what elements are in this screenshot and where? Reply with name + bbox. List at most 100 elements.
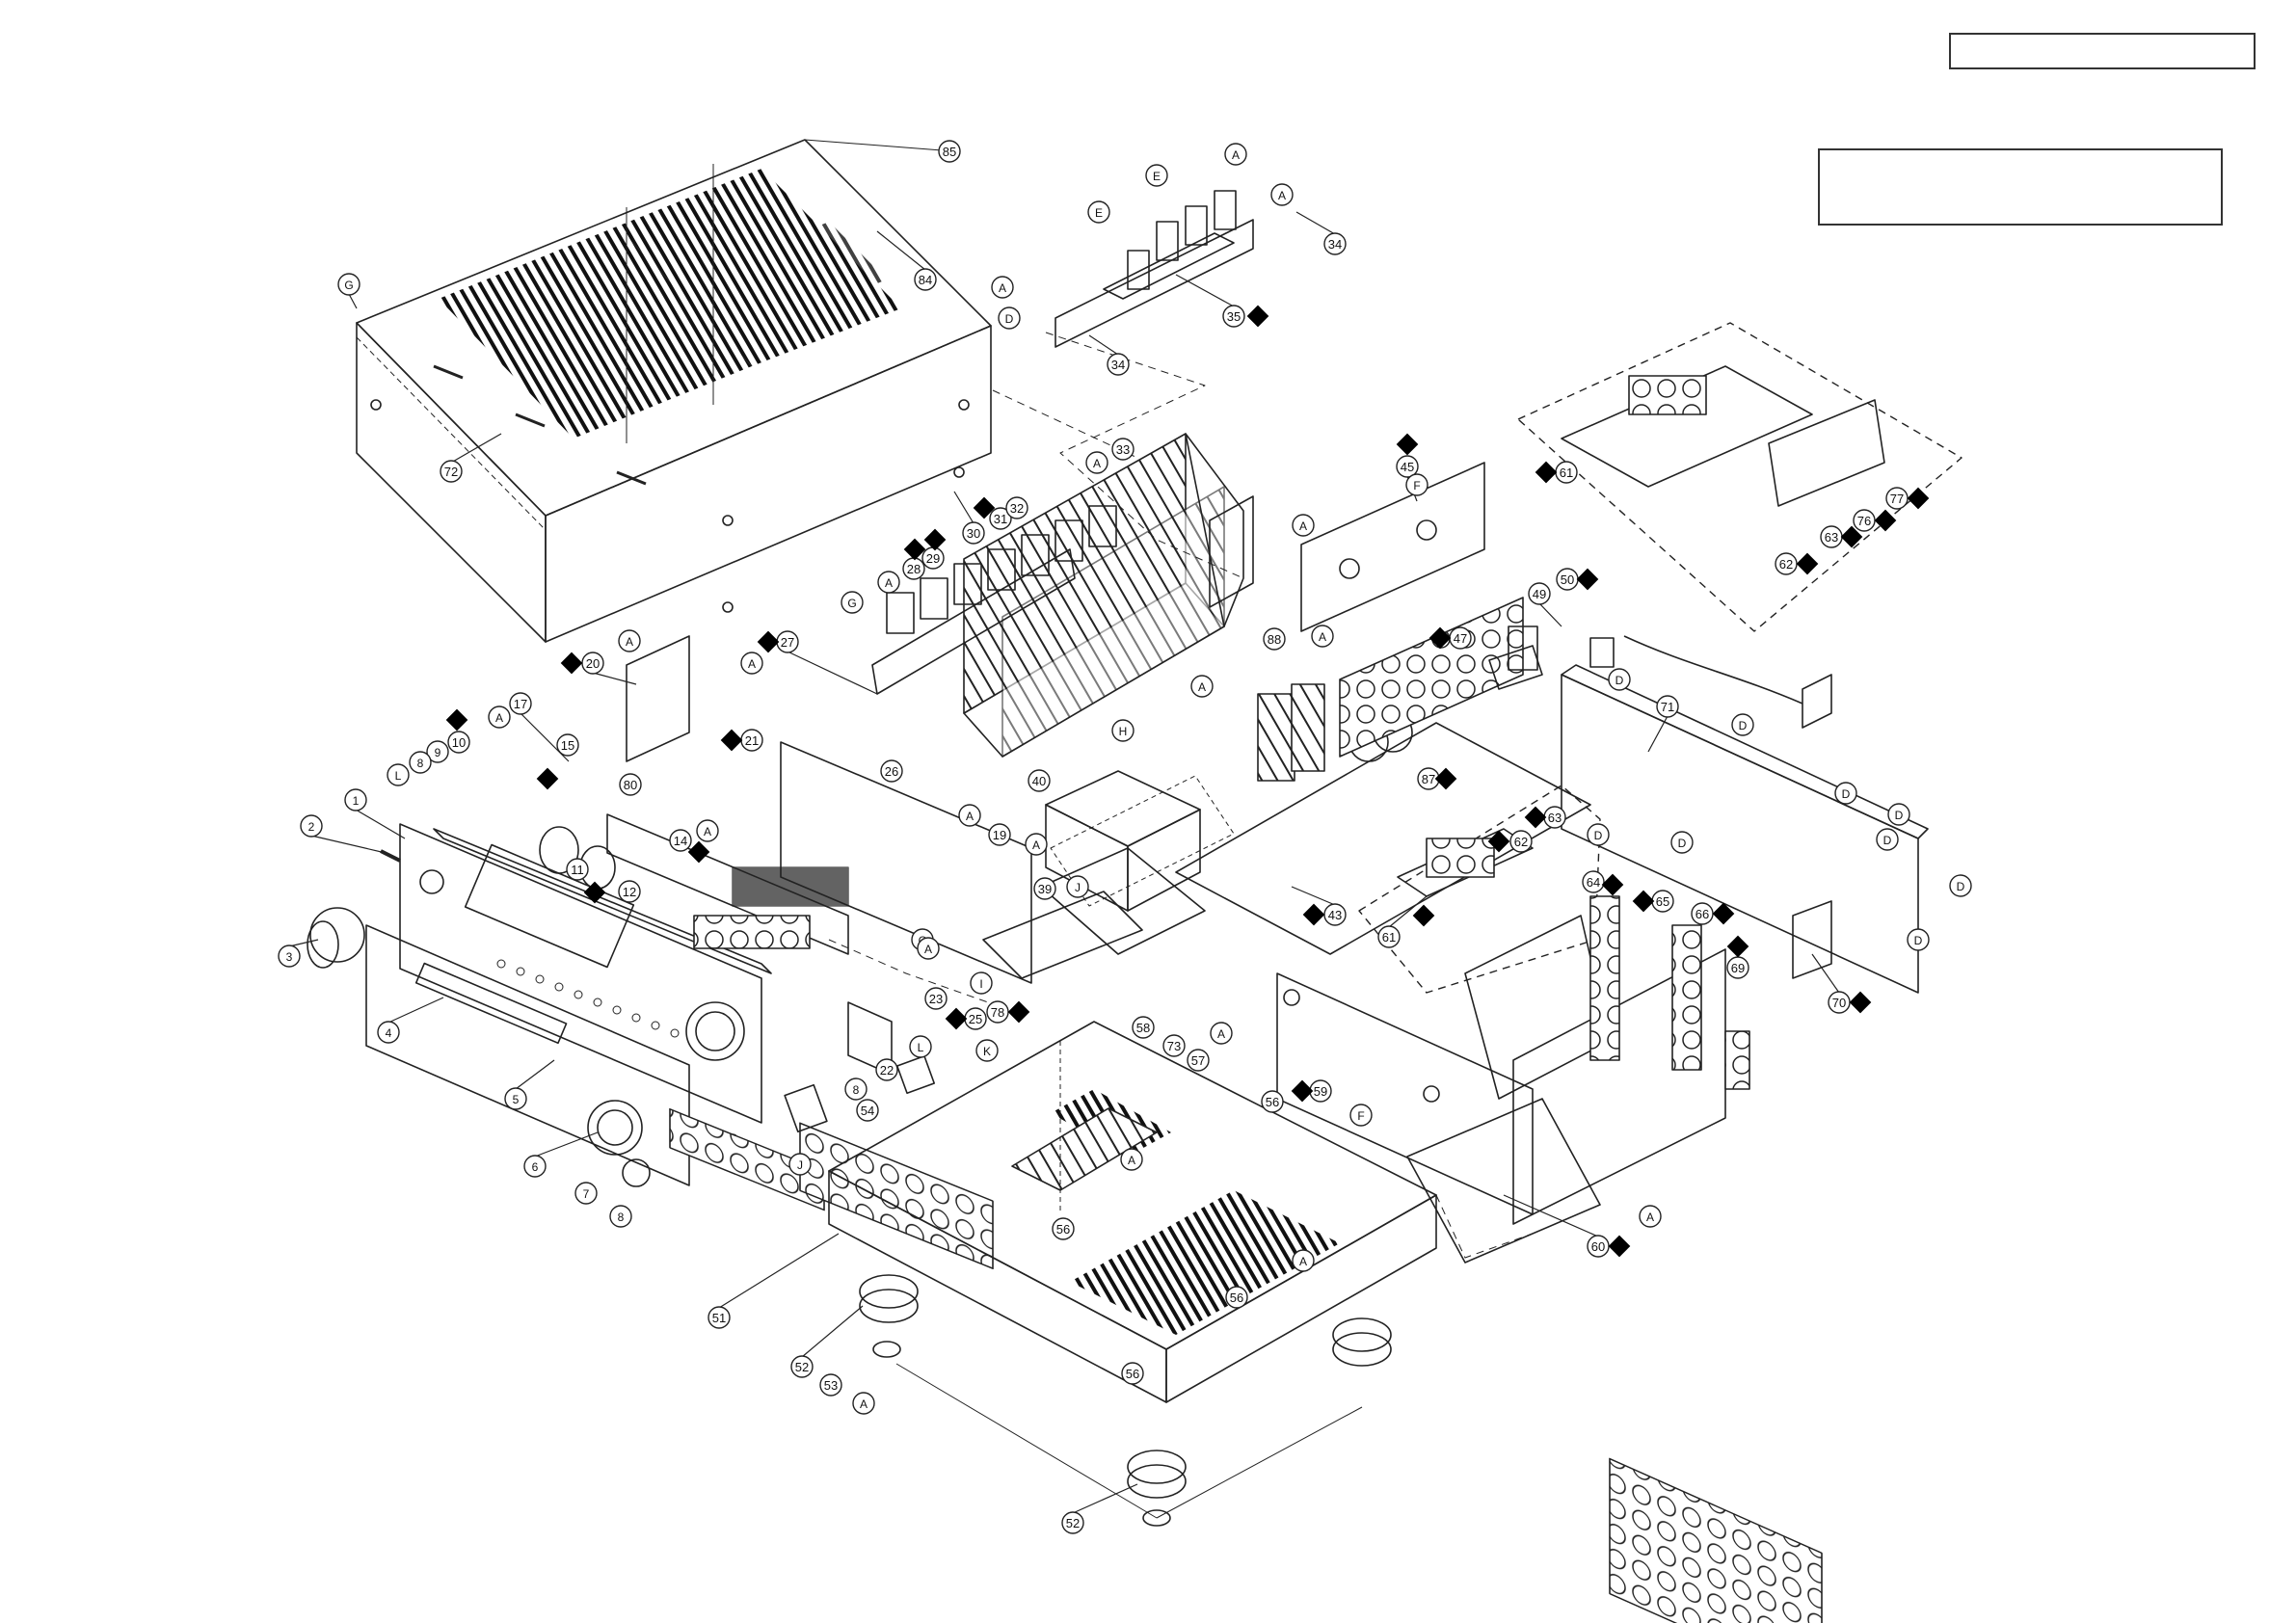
callout-circle [819, 1373, 842, 1397]
sub-pcb [1300, 462, 1485, 632]
callout-circle [556, 733, 579, 757]
callout-label: 8 [853, 1083, 860, 1097]
callout-label: 7 [583, 1187, 590, 1201]
callout-circle [790, 1355, 814, 1378]
callout-circle [618, 880, 641, 903]
callout-label: 19 [993, 828, 1006, 842]
callout-label: 69 [1731, 961, 1745, 975]
callout-circle [1949, 874, 1972, 897]
callout-circle [1087, 200, 1110, 224]
part-callout: F [1405, 473, 1428, 496]
diamond-marker [687, 840, 710, 864]
callout-circle [1162, 1034, 1186, 1057]
callout-label: 25 [969, 1012, 982, 1026]
callout-label: 11 [571, 863, 584, 877]
callout-label: D [1895, 809, 1904, 822]
callout-label: 28 [907, 562, 921, 576]
part-callout: D [1608, 668, 1631, 691]
part-callout: D [1587, 823, 1610, 846]
callout-label: 60 [1591, 1239, 1605, 1254]
front-panel [307, 823, 772, 1187]
callout-label: D [1957, 880, 1965, 893]
callout-label: 26 [885, 764, 898, 779]
callout-circle [1377, 925, 1401, 948]
diamond-marker [445, 708, 468, 732]
callout-label: 27 [781, 635, 794, 650]
part-callout: 7 [574, 1182, 598, 1205]
part-callout: D [1949, 874, 1972, 897]
callout-label: J [1075, 881, 1081, 894]
callout-label: A [1299, 1255, 1307, 1268]
part-callout: J [788, 1153, 812, 1176]
callout-label: A [1646, 1211, 1654, 1224]
diamond-marker [945, 1007, 968, 1030]
callout-label: H [1119, 725, 1128, 738]
part-callout: 40 [1028, 769, 1051, 792]
callout-circle [1028, 769, 1051, 792]
part-callout: 88 [1263, 627, 1286, 651]
callout-label: 87 [1422, 772, 1435, 786]
diamond-marker [1840, 525, 1863, 548]
callout-label: A [626, 635, 633, 649]
callout-label: 57 [1191, 1053, 1205, 1068]
optional-boards [1358, 322, 1962, 994]
callout-label: 71 [1661, 700, 1674, 714]
part-callout: 31 [989, 507, 1012, 530]
part-callout: 30 [962, 521, 985, 545]
part-callout: 8 [409, 751, 432, 774]
callout-label: D [1678, 837, 1687, 850]
callout-label: A [1299, 519, 1307, 533]
diamond-marker [1849, 991, 1872, 1014]
callout-circle [1005, 496, 1028, 519]
callout-label: G [847, 597, 856, 610]
callout-circle [504, 1087, 527, 1110]
callout-circle [1263, 627, 1286, 651]
callout-circle [1582, 870, 1605, 893]
part-callout: L [909, 1035, 932, 1058]
part-callout: 56 [1121, 1362, 1144, 1385]
callout-circle [1224, 143, 1247, 166]
callout-label: A [1128, 1154, 1135, 1167]
part-callout: 84 [914, 268, 937, 291]
callout-label: J [797, 1158, 803, 1172]
callout-label: 2 [308, 820, 315, 834]
callout-label: 63 [1825, 530, 1838, 545]
part-callout: 35 [1222, 305, 1245, 328]
callout-label: 22 [880, 1063, 894, 1078]
part-callout: 27 [776, 630, 799, 653]
callout-label: A [1093, 457, 1101, 470]
callout-label: 6 [532, 1160, 539, 1174]
callout-circle [914, 268, 937, 291]
callout-circle [1323, 232, 1347, 255]
callout-circle [566, 858, 589, 881]
diamond-marker [560, 652, 583, 675]
callout-label: 40 [1032, 774, 1046, 788]
part-callout: 80 [619, 773, 642, 796]
callout-label: L [918, 1041, 924, 1054]
part-callout: 50 [1556, 568, 1579, 591]
part-callout: A [958, 804, 981, 827]
callout-circle [1210, 1022, 1233, 1045]
callout-circle [1052, 1217, 1075, 1240]
diamond-marker [923, 528, 947, 551]
callout-label: 88 [1268, 632, 1281, 647]
callout-label: 49 [1533, 587, 1546, 601]
main-heatsink [871, 433, 1254, 758]
callout-label: 65 [1656, 894, 1669, 909]
part-callout: 53 [819, 1373, 842, 1397]
callout-label: D [1739, 719, 1748, 732]
callout-label: 29 [926, 551, 940, 566]
part-callout: 62 [1509, 830, 1533, 853]
diamond-marker [1007, 1000, 1030, 1024]
callout-label: 47 [1454, 631, 1467, 646]
callout-label: 76 [1857, 514, 1871, 528]
part-callout: 34 [1323, 232, 1347, 255]
part-callout: 69 [1726, 956, 1749, 979]
diamond-marker [1601, 873, 1624, 896]
callout-label: A [704, 825, 711, 838]
callout-label: 62 [1514, 835, 1528, 849]
part-callout: 72 [440, 460, 463, 483]
callout-circle [877, 571, 900, 594]
callout-circle [1731, 713, 1754, 736]
